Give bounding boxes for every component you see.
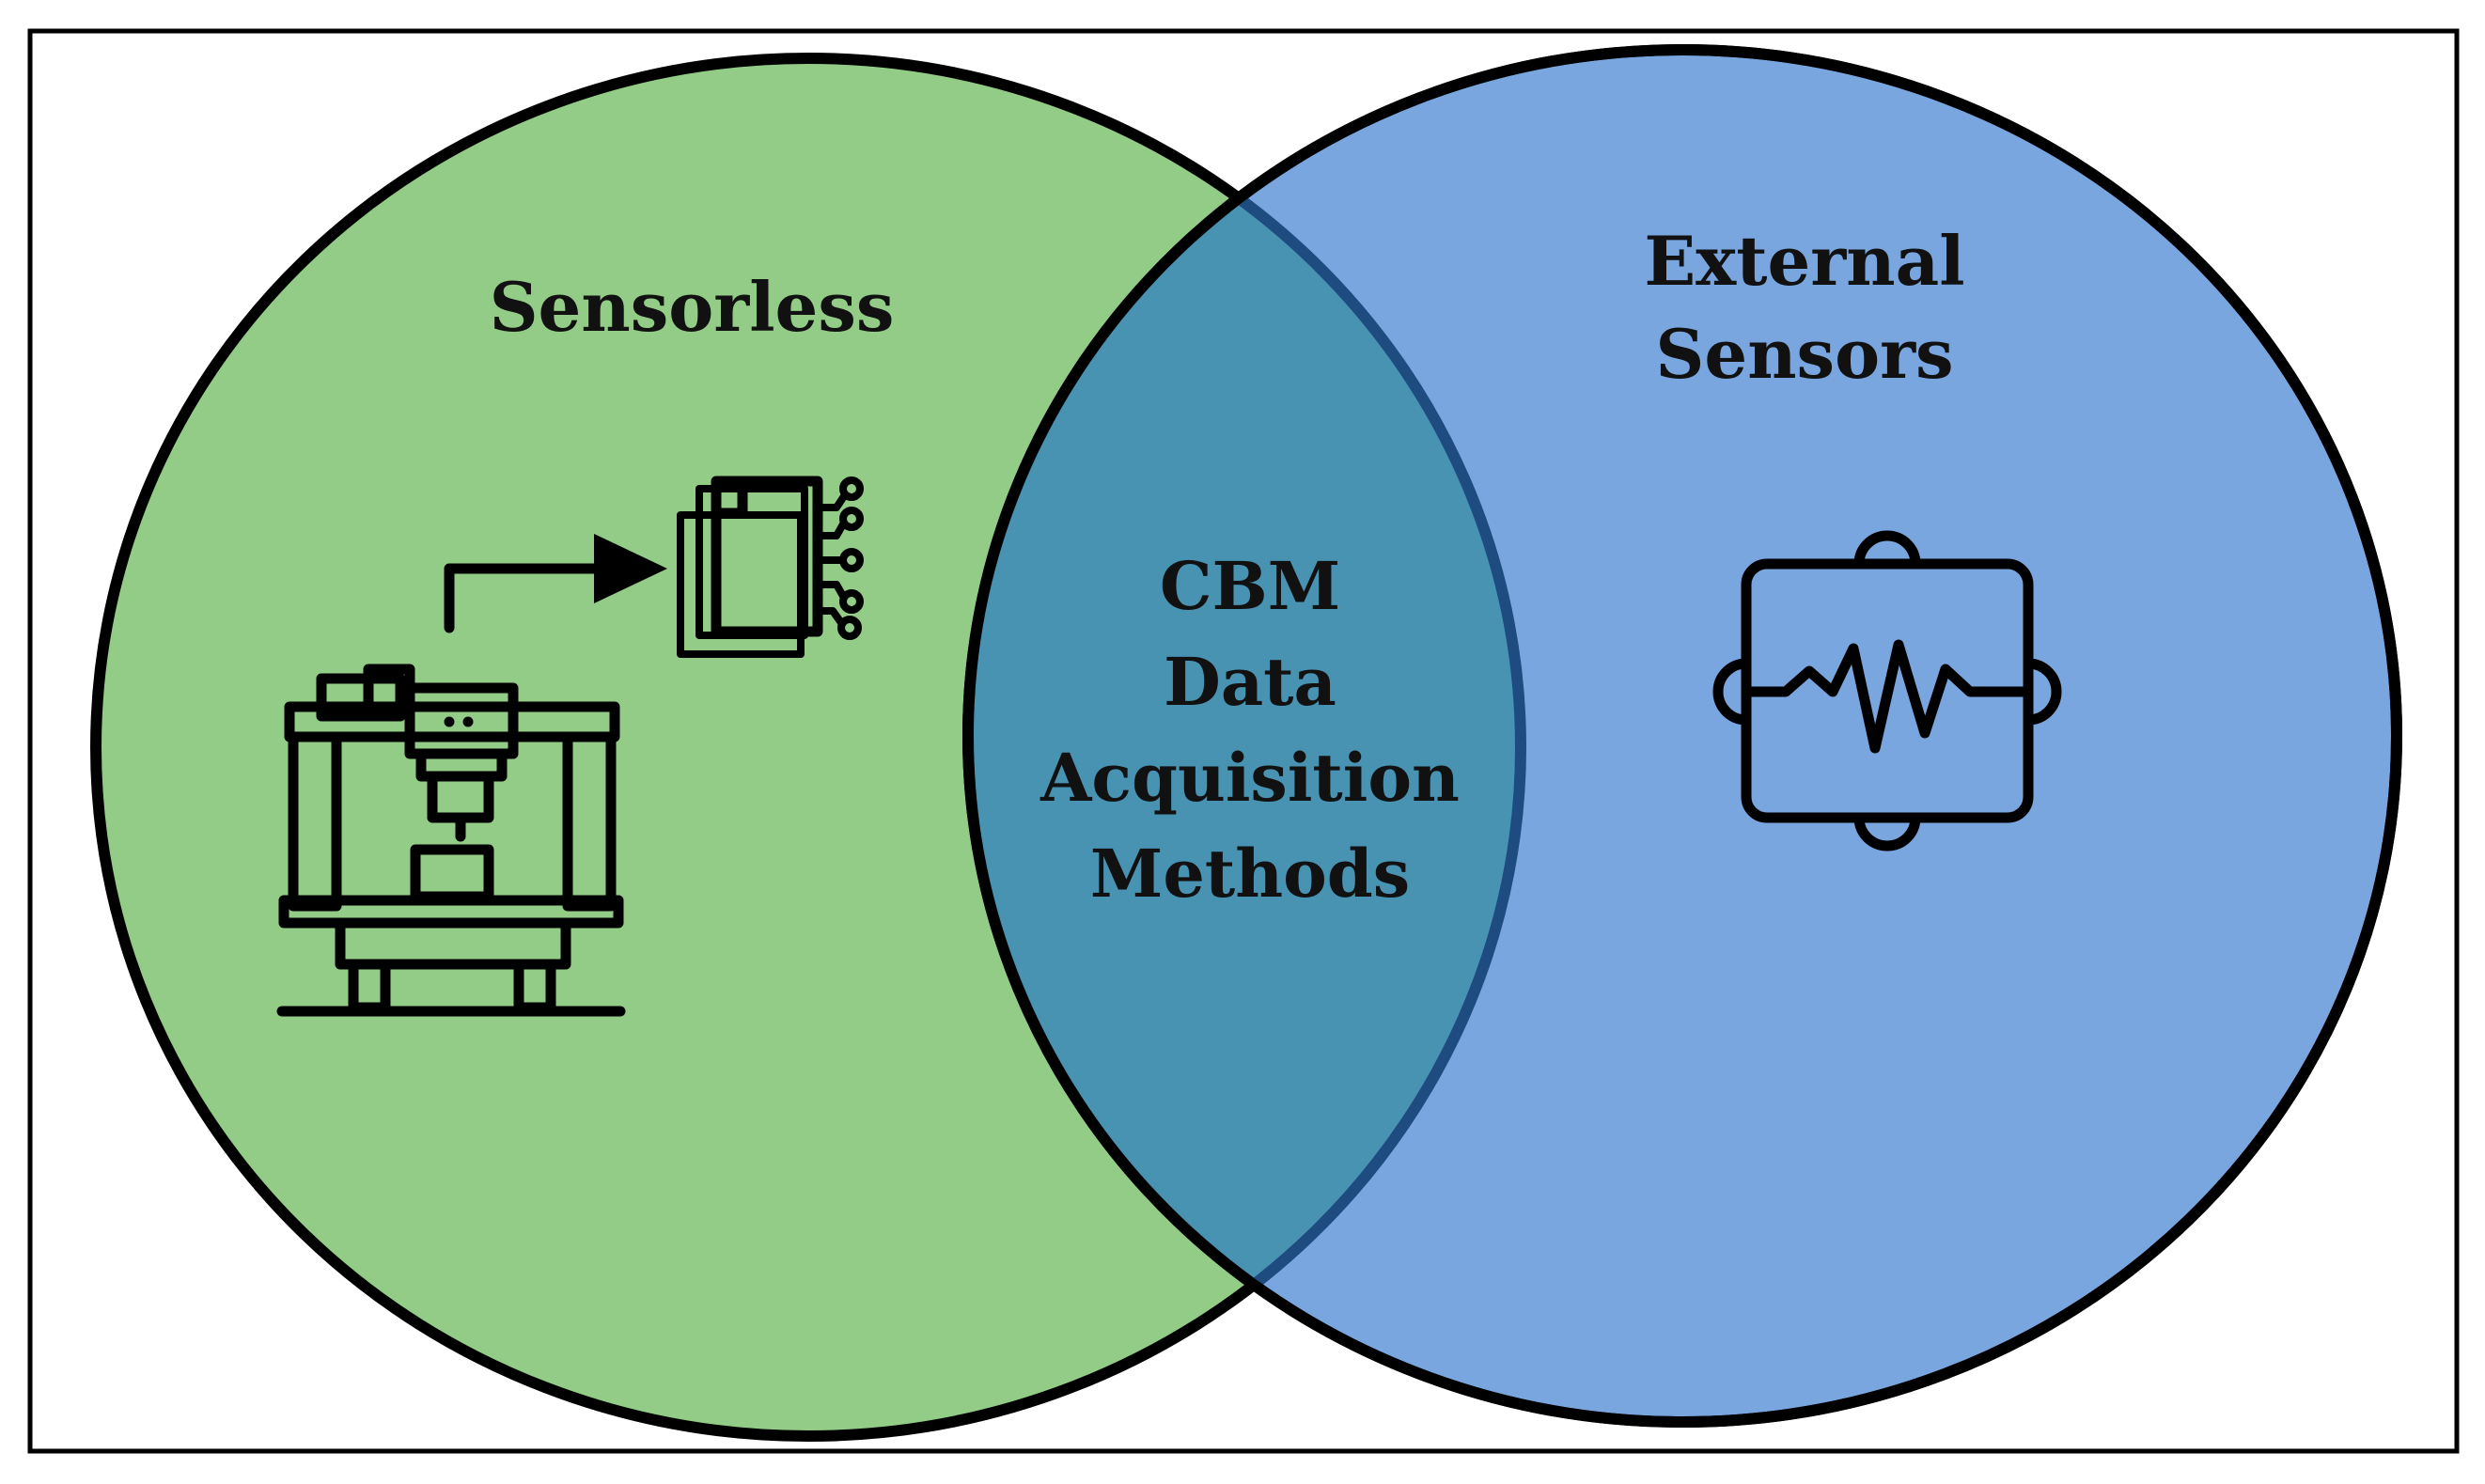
- sensor-waveform-icon: [1712, 530, 2062, 851]
- intersection-region: [968, 58, 1521, 1422]
- external-sensors-label-line2: Sensors: [1655, 314, 1953, 394]
- intersection-label-line3: Acquisition: [1039, 739, 1460, 817]
- circuit-traces: [814, 476, 864, 640]
- external-sensors-label-line1: External: [1644, 221, 1964, 301]
- external-sensors-outline: [962, 44, 2402, 1428]
- machine-to-digital-data-icon: [276, 476, 864, 1017]
- intersection-boundary: [974, 55, 1526, 1416]
- sensorless-label: Sensorless: [490, 267, 895, 347]
- intersection-label-line4: Methods: [1090, 835, 1410, 913]
- intersection-label-line2: Data: [1164, 643, 1336, 721]
- intersection-label-line1: CBM: [1160, 547, 1340, 625]
